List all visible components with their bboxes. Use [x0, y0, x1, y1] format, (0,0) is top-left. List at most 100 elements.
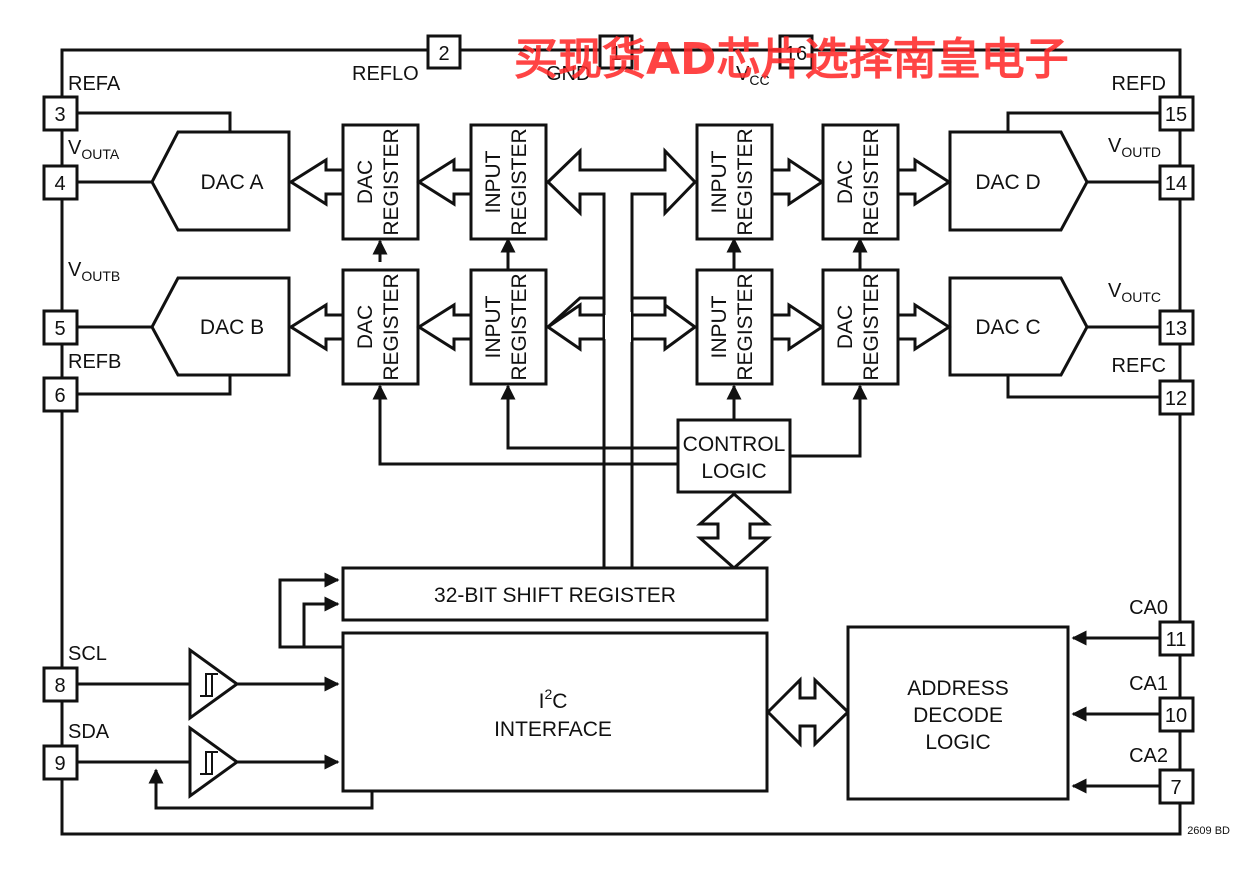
wire-refa — [77, 111, 232, 132]
input-register-c: INPUT REGISTER — [695, 268, 774, 386]
svg-text:1: 1 — [610, 43, 621, 65]
arrow-control-to-dacreg-b — [372, 384, 678, 466]
loop-outer — [278, 572, 343, 649]
label-voutd: VOUTD — [1108, 135, 1161, 160]
dac-b: DAC B — [150, 276, 291, 377]
label-refa: REFA — [68, 73, 121, 95]
svg-text:INPUT: INPUT — [482, 150, 505, 213]
bus-arrow-to-input-c — [630, 302, 698, 352]
svg-text:2: 2 — [438, 43, 449, 65]
wire-refd — [1006, 111, 1160, 132]
hollow-arrow-inputreg-to-dacreg-b — [416, 302, 473, 352]
svg-text:INPUT: INPUT — [708, 295, 731, 358]
hollow-arrow-dacreg-to-dacc — [896, 302, 952, 352]
pin-6: 6 — [42, 376, 79, 413]
label-refc: REFC — [1112, 355, 1166, 377]
svg-text:8: 8 — [54, 675, 65, 697]
loop-inner — [302, 596, 343, 649]
hollow-arrow-inputreg-to-dacreg-c — [770, 302, 825, 352]
svg-text:DAC: DAC — [354, 305, 377, 349]
label-vouta: VOUTA — [68, 137, 120, 162]
sda-buffer — [188, 725, 240, 799]
svg-text:DAC: DAC — [354, 160, 377, 204]
svg-text:3: 3 — [54, 104, 65, 126]
pin-3: 3 — [42, 95, 79, 132]
i2c-interface — [341, 631, 769, 793]
pin-5: 5 — [42, 309, 79, 346]
svg-text:DAC D: DAC D — [975, 171, 1040, 194]
pin-1: 1 — [598, 34, 634, 70]
label-gnd: GND — [546, 63, 590, 85]
svg-text:CONTROL: CONTROL — [683, 433, 786, 456]
scl-buffer — [188, 647, 240, 721]
svg-text:REGISTER: REGISTER — [860, 273, 883, 380]
watermark-text: 买现货AD芯片选择南皇电子 — [514, 34, 1069, 85]
i2c-label-line1: I2C — [539, 686, 568, 713]
control-logic: CONTROL LOGIC — [676, 418, 792, 494]
address-decode-logic: ADDRESS DECODE LOGIC — [846, 625, 1070, 801]
svg-text:5: 5 — [54, 318, 65, 340]
wire-refb — [77, 375, 232, 396]
label-voutc: VOUTC — [1108, 280, 1161, 305]
bus-trunk — [602, 194, 634, 568]
input-register-a: INPUT REGISTER — [469, 123, 548, 241]
wire-sda-ack — [148, 768, 374, 810]
i2c-label-line2: INTERFACE — [494, 718, 612, 741]
arrow-control-to-input-b — [500, 384, 678, 450]
hollow-arrow-control-shift — [696, 491, 772, 571]
svg-text:REGISTER: REGISTER — [380, 273, 403, 380]
svg-text:16: 16 — [785, 43, 807, 65]
label-reflo: REFLO — [352, 63, 419, 85]
svg-text:10: 10 — [1165, 705, 1187, 727]
svg-text:DAC C: DAC C — [975, 316, 1040, 339]
pin-13: 13 — [1158, 309, 1195, 346]
arrow-control-to-dacreg-c — [790, 384, 868, 458]
hollow-arrow-i2c-address — [765, 676, 851, 748]
hollow-arrow-inputreg-to-dacreg-d — [770, 157, 825, 207]
svg-text:11: 11 — [1166, 629, 1187, 651]
dac-c: DAC C — [948, 276, 1089, 377]
svg-text:12: 12 — [1165, 388, 1187, 410]
pin-12: 12 — [1158, 379, 1195, 416]
svg-text:6: 6 — [54, 385, 65, 407]
figure-code: 2609 BD — [1187, 825, 1230, 837]
input-register-d: INPUT REGISTER — [695, 123, 774, 241]
label-vcc: VCC — [736, 63, 770, 88]
pin-2: 2 — [426, 34, 462, 70]
svg-text:LOGIC: LOGIC — [701, 460, 766, 483]
svg-text:REGISTER: REGISTER — [734, 273, 757, 380]
dac-d: DAC D — [948, 130, 1089, 232]
shift-register: 32-BIT SHIFT REGISTER — [341, 566, 769, 622]
svg-text:INPUT: INPUT — [708, 150, 731, 213]
svg-text:15: 15 — [1165, 104, 1187, 126]
svg-text:DAC A: DAC A — [200, 171, 263, 194]
bus-arrow-to-input-b — [545, 302, 606, 352]
label-ca0: CA0 — [1129, 597, 1168, 619]
dac-a: DAC A — [150, 130, 291, 232]
svg-text:4: 4 — [54, 173, 65, 195]
dac-register-a: DAC REGISTER — [341, 123, 420, 241]
label-ca2: CA2 — [1129, 745, 1168, 767]
pin-15: 15 — [1158, 95, 1195, 132]
input-register-b: INPUT REGISTER — [469, 268, 548, 386]
hollow-arrow-dacreg-to-dacb — [288, 302, 345, 352]
dac-register-d: DAC REGISTER — [821, 123, 900, 241]
svg-text:13: 13 — [1165, 318, 1187, 340]
svg-text:14: 14 — [1165, 173, 1187, 195]
hollow-arrow-inputreg-to-dacreg-a — [416, 157, 473, 207]
pin-4: 4 — [42, 164, 79, 201]
svg-text:DAC: DAC — [834, 305, 857, 349]
svg-text:REGISTER: REGISTER — [860, 128, 883, 235]
svg-text:REGISTER: REGISTER — [508, 128, 531, 235]
svg-text:DECODE: DECODE — [913, 704, 1003, 727]
svg-text:ADDRESS: ADDRESS — [907, 677, 1009, 700]
hysteresis-icon — [200, 673, 218, 697]
pin-16: 16 — [778, 34, 814, 70]
svg-text:DAC B: DAC B — [200, 316, 264, 339]
svg-text:REGISTER: REGISTER — [508, 273, 531, 380]
svg-text:REGISTER: REGISTER — [380, 128, 403, 235]
pin-11: 11 — [1158, 620, 1195, 657]
svg-text:7: 7 — [1170, 777, 1181, 799]
hollow-arrow-dacreg-to-daca — [288, 157, 345, 207]
